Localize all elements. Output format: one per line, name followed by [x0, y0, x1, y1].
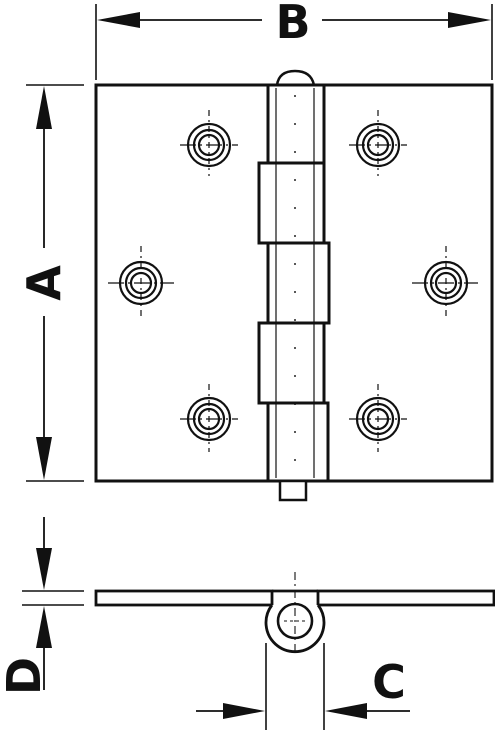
dim-a-arrow-top [36, 86, 52, 129]
dim-c-arrow-left [223, 703, 265, 719]
dim-b-arrow-right [448, 12, 491, 28]
label-a: A [17, 265, 71, 301]
pin-head [275, 69, 316, 86]
label-b: B [275, 0, 310, 49]
dim-d-arrow-bottom [36, 606, 52, 648]
dim-d-arrow-top [36, 548, 52, 590]
label-c: C [372, 655, 406, 709]
knuckle-3 [266, 241, 331, 325]
dimension-d [22, 517, 84, 690]
knuckle-5 [266, 401, 330, 483]
screw-hole [349, 110, 407, 176]
dimension-a [26, 84, 84, 482]
leaf-section-right [316, 589, 495, 607]
screw-hole [180, 384, 238, 452]
screw-hole [412, 246, 478, 316]
hinge-side-view [94, 572, 495, 653]
screw-hole [180, 110, 238, 176]
leaf-section-left [94, 589, 274, 607]
screw-hole [108, 246, 174, 316]
screw-holes [108, 110, 478, 452]
dimension-b [95, 4, 493, 80]
dim-c-arrow-right [325, 703, 367, 719]
screw-hole [349, 384, 407, 452]
dimension-c [196, 643, 410, 730]
dim-a-arrow-bottom [36, 437, 52, 480]
dim-b-arrow-left [97, 12, 140, 28]
pin-tail [278, 479, 308, 502]
hinge-front-view [94, 69, 494, 502]
label-d: D [0, 657, 51, 695]
knuckle-1 [266, 83, 326, 165]
